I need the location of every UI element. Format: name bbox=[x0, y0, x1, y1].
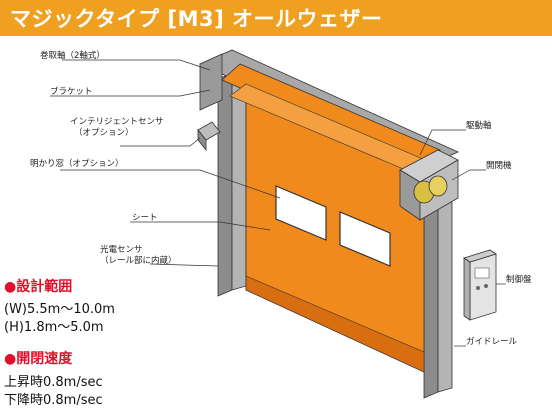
label-takeup-shaft: 巻取軸（2軸式） bbox=[40, 50, 105, 61]
leader-drive bbox=[419, 129, 466, 156]
left-bracket bbox=[199, 53, 223, 111]
window-left bbox=[275, 185, 327, 241]
panel-button-icon bbox=[484, 284, 488, 288]
control-panel-top bbox=[463, 249, 497, 263]
leader-takeup bbox=[62, 59, 211, 71]
range-height: (H)1.8m〜5.0m bbox=[4, 320, 104, 335]
control-panel bbox=[469, 253, 497, 321]
bottom-bar bbox=[245, 275, 425, 373]
left-guide-rail bbox=[217, 71, 233, 297]
speed-up: 上昇時0.8m/sec bbox=[4, 375, 103, 390]
leader-photo bbox=[149, 263, 219, 267]
label-sensor-line1: インテリジェントセンサ bbox=[70, 117, 164, 127]
title-bar: マジックタイプ [M3] オールウェザー bbox=[0, 0, 552, 36]
label-sensor-line2: （オプション） bbox=[74, 127, 134, 138]
window-right bbox=[339, 211, 391, 267]
label-window: 明かり窓（オプション） bbox=[30, 158, 124, 169]
left-rail-face bbox=[231, 71, 247, 291]
label-sheet: シート bbox=[132, 213, 158, 223]
label-photo-line2: （レール部に内蔵） bbox=[100, 255, 177, 266]
control-panel-side bbox=[463, 257, 471, 321]
panel-display bbox=[474, 267, 490, 279]
panel-button-icon bbox=[476, 286, 480, 290]
leader-bracket bbox=[50, 89, 211, 97]
label-bracket: ブラケット bbox=[50, 86, 93, 97]
design-range-heading: ●設計範囲 bbox=[4, 279, 73, 295]
speed-heading: ●開閉速度 bbox=[4, 351, 73, 367]
leader-sensor bbox=[120, 137, 201, 147]
range-width: (W)5.5m〜10.0m bbox=[4, 302, 115, 317]
label-opener: 開閉機 bbox=[486, 160, 512, 171]
leader-window bbox=[60, 169, 281, 199]
label-photo-line1: 光電センサ bbox=[100, 244, 143, 255]
leader-sheet bbox=[130, 221, 271, 231]
label-guide-rail: ガイドレール bbox=[466, 336, 518, 347]
label-drive-shaft: 駆動軸 bbox=[466, 120, 492, 131]
page-title: マジックタイプ [M3] オールウェザー bbox=[10, 7, 383, 31]
gear-icon bbox=[428, 175, 448, 197]
leader-opener bbox=[451, 169, 486, 181]
speed-down: 下降時0.8m/sec bbox=[4, 393, 103, 408]
sensor-side bbox=[197, 128, 207, 152]
label-control-panel: 制御盤 bbox=[506, 274, 532, 285]
